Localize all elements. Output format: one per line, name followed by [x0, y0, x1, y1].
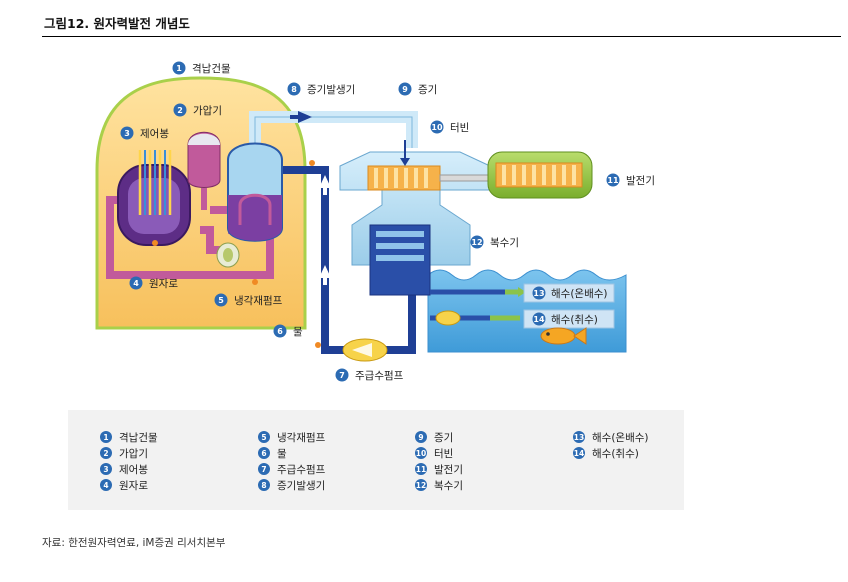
diagram-label-7: 7 주급수펌프	[335, 368, 404, 382]
legend-badge: 2	[100, 447, 112, 459]
diagram-label-12: 12 복수기	[470, 235, 519, 249]
svg-text:주급수펌프: 주급수펌프	[355, 370, 404, 382]
svg-text:13: 13	[533, 289, 544, 298]
diagram-label-14: 14 해수(취수)	[532, 312, 598, 326]
legend-badge: 1	[100, 431, 112, 443]
legend-badge: 11	[415, 463, 427, 475]
shaft	[439, 174, 496, 182]
svg-text:6: 6	[277, 327, 283, 336]
condensate-pipe	[385, 270, 416, 354]
svg-text:5: 5	[218, 296, 224, 305]
svg-text:14: 14	[533, 315, 545, 324]
svg-text:8: 8	[291, 85, 297, 94]
legend-badge: 4	[100, 479, 112, 491]
svg-text:3: 3	[124, 129, 130, 138]
svg-text:물: 물	[293, 326, 303, 338]
svg-text:4: 4	[133, 279, 139, 288]
feedwater-pipe	[271, 166, 345, 354]
svg-text:증기: 증기	[418, 84, 437, 96]
diagram-label-2: 2 가압기	[173, 103, 222, 117]
legend-badge: 9	[415, 431, 427, 443]
svg-text:격납건물: 격납건물	[192, 62, 231, 75]
diagram-label-1: 1 격납건물	[172, 61, 231, 75]
diagram-label-10: 10 터빈	[430, 120, 469, 134]
legend-badge: 14	[573, 447, 585, 459]
svg-text:제어봉: 제어봉	[140, 128, 169, 140]
title-divider	[42, 36, 841, 37]
diagram-label-13: 13 해수(온배수)	[532, 286, 608, 300]
fish-icon	[540, 327, 576, 345]
pressurizer	[187, 131, 221, 188]
source-note: 자료: 한전원자력연료, iM증권 리서치본부	[42, 537, 226, 549]
svg-text:복수기: 복수기	[490, 237, 519, 249]
svg-text:1: 1	[176, 64, 182, 73]
legend-badge: 13	[573, 431, 585, 443]
diagram-label-5: 5 냉각재펌프	[214, 293, 283, 307]
diagram-label-9: 9 증기	[398, 82, 437, 96]
svg-text:냉각재펌프: 냉각재펌프	[234, 295, 283, 307]
legend-badge: 7	[258, 463, 270, 475]
svg-text:가압기: 가압기	[193, 104, 222, 117]
svg-text:9: 9	[402, 85, 408, 94]
diagram-label-4: 4 원자로	[129, 276, 178, 290]
diagram-label-11: 11 발전기	[606, 173, 655, 187]
legend-badge: 5	[258, 431, 270, 443]
svg-text:해수(온배수): 해수(온배수)	[551, 287, 608, 300]
figure-title: 그림12. 원자력발전 개념도	[44, 16, 190, 31]
svg-text:발전기: 발전기	[626, 175, 655, 187]
cooling-water-pump	[435, 310, 461, 326]
svg-text:터빈: 터빈	[450, 122, 469, 134]
svg-text:원자로: 원자로	[149, 278, 178, 290]
legend-badge: 12	[415, 479, 427, 491]
diagram-label-3: 3 제어봉	[120, 126, 169, 140]
svg-text:10: 10	[431, 123, 443, 132]
svg-text:해수(취수): 해수(취수)	[551, 313, 598, 326]
legend-badge: 10	[415, 447, 427, 459]
legend-badge: 8	[258, 479, 270, 491]
legend-badge: 6	[258, 447, 270, 459]
svg-text:7: 7	[339, 371, 345, 380]
svg-text:11: 11	[607, 176, 619, 185]
legend-badge: 3	[100, 463, 112, 475]
svg-text:증기발생기: 증기발생기	[307, 84, 355, 96]
svg-text:12: 12	[471, 238, 482, 247]
svg-text:2: 2	[177, 106, 183, 115]
diagram-label-8: 8 증기발생기	[287, 82, 355, 96]
